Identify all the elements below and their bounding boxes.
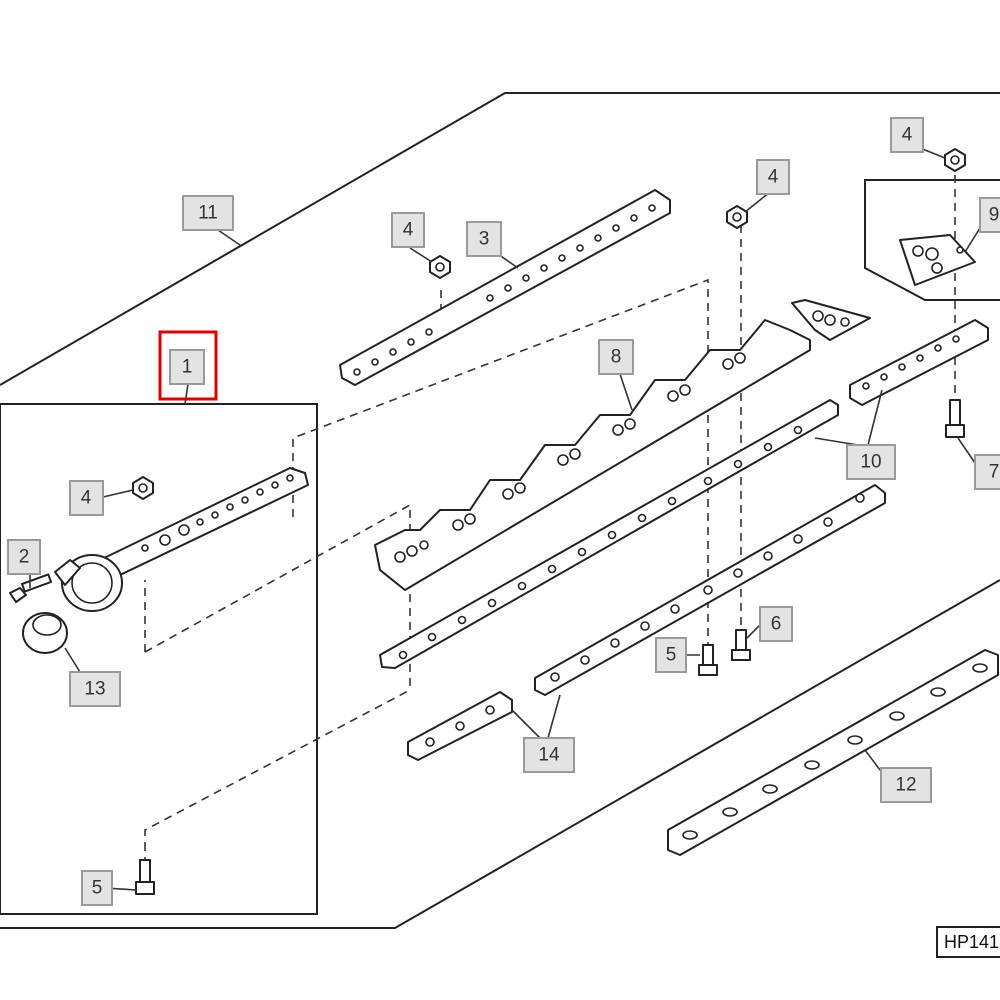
nut-4-c bbox=[944, 148, 966, 172]
knife-section-single bbox=[791, 299, 871, 341]
assembly-frame bbox=[0, 92, 1000, 929]
part-10-knife-back bbox=[379, 399, 839, 669]
dashed-guide-3 bbox=[144, 503, 411, 690]
svg-text:8: 8 bbox=[611, 347, 622, 368]
nut-4-b bbox=[726, 205, 748, 229]
inset-box-part-1 bbox=[0, 403, 318, 915]
callout-4-a[interactable]: 4 bbox=[391, 212, 425, 248]
svg-text:12: 12 bbox=[895, 775, 916, 796]
svg-text:5: 5 bbox=[666, 645, 677, 666]
bolt-5-a bbox=[135, 859, 155, 895]
part-13-bushing bbox=[22, 612, 68, 654]
callout-5-b[interactable]: 5 bbox=[655, 637, 687, 673]
part-10-short-bar bbox=[849, 319, 989, 406]
part-3-bar bbox=[339, 189, 671, 386]
callout-8[interactable]: 8 bbox=[598, 339, 634, 375]
nut-4-d bbox=[132, 476, 154, 500]
bolt-6 bbox=[731, 629, 751, 661]
callout-9[interactable]: 9 bbox=[979, 197, 1000, 233]
svg-text:6: 6 bbox=[771, 614, 782, 635]
bolt-7 bbox=[945, 399, 965, 438]
svg-text:14: 14 bbox=[538, 745, 560, 766]
svg-text:3: 3 bbox=[479, 229, 490, 250]
dashed-guide-4 bbox=[144, 689, 411, 850]
callout-2[interactable]: 2 bbox=[7, 539, 41, 575]
part-1-knife-head bbox=[54, 467, 309, 612]
figure-reference-label: HP141 bbox=[936, 926, 1000, 958]
callout-4-b[interactable]: 4 bbox=[756, 159, 790, 195]
part-3-holes bbox=[353, 204, 656, 376]
part-14-bar bbox=[534, 484, 886, 696]
svg-text:5: 5 bbox=[92, 878, 103, 899]
callout-4-c[interactable]: 4 bbox=[890, 117, 924, 153]
bolt-5-b bbox=[698, 644, 718, 676]
part-9-knife-section bbox=[899, 234, 976, 286]
svg-text:4: 4 bbox=[403, 220, 414, 241]
callout-12[interactable]: 12 bbox=[880, 767, 932, 803]
callout-4-d[interactable]: 4 bbox=[69, 480, 104, 516]
part-12-bar bbox=[667, 649, 999, 856]
nut-4-a bbox=[429, 255, 451, 279]
callout-7[interactable]: 7 bbox=[974, 454, 1000, 490]
svg-text:1: 1 bbox=[182, 357, 193, 378]
svg-text:4: 4 bbox=[902, 125, 913, 146]
callout-14[interactable]: 14 bbox=[523, 737, 575, 773]
callout-11[interactable]: 11 bbox=[182, 195, 234, 231]
inset-box-part-9 bbox=[864, 179, 1000, 301]
part-8-knife-sections bbox=[374, 319, 811, 591]
svg-text:2: 2 bbox=[19, 547, 30, 568]
callout-5-a[interactable]: 5 bbox=[81, 870, 113, 906]
svg-text:7: 7 bbox=[989, 462, 1000, 483]
dashed-guide-1 bbox=[292, 278, 709, 600]
part-14-short-bar bbox=[407, 691, 513, 761]
svg-text:11: 11 bbox=[198, 203, 218, 224]
callout-13[interactable]: 13 bbox=[69, 671, 121, 707]
highlight-box bbox=[158, 330, 218, 401]
svg-text:4: 4 bbox=[768, 167, 779, 188]
callout-3[interactable]: 3 bbox=[466, 221, 502, 257]
callout-6[interactable]: 6 bbox=[759, 606, 793, 642]
svg-text:9: 9 bbox=[989, 205, 1000, 226]
svg-text:4: 4 bbox=[81, 488, 92, 509]
callout-10[interactable]: 10 bbox=[846, 444, 896, 480]
svg-text:10: 10 bbox=[860, 452, 881, 473]
callout-1[interactable]: 1 bbox=[169, 349, 205, 385]
svg-text:13: 13 bbox=[84, 679, 105, 700]
